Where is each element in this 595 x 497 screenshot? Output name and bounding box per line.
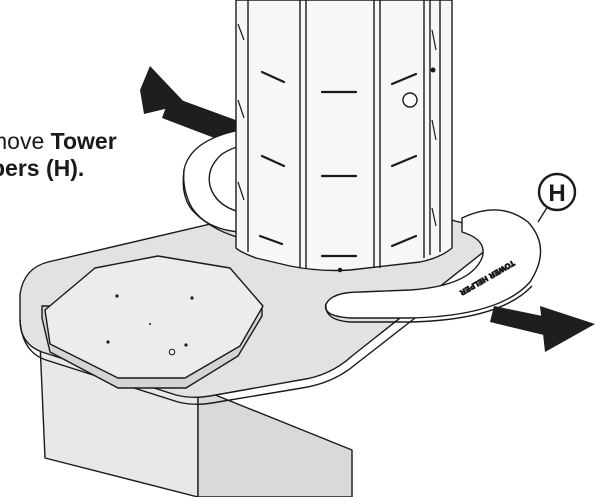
tower-port [402, 92, 418, 108]
hole [168, 348, 176, 356]
instruction-line-2: pers (H). [0, 155, 117, 182]
helper-ring-edge [325, 285, 533, 323]
callout-label: H [548, 180, 565, 207]
instruction-text: move Tower pers (H). [0, 128, 117, 182]
tower-body [235, 0, 453, 272]
turntable-holes [106, 294, 194, 356]
callout-h: H [537, 172, 577, 223]
tower-screw [430, 67, 436, 73]
helper-ring-body [324, 209, 542, 319]
instruction-line-1: move Tower [0, 128, 117, 155]
hole [149, 323, 151, 325]
arrow-head [140, 66, 186, 114]
tower-helper-left [182, 129, 241, 239]
instruction-bold-1: Tower [50, 128, 117, 154]
tower-slots [258, 70, 418, 258]
arrow-head [540, 306, 595, 352]
tower-helper-right: TOWER HELPER [324, 209, 542, 323]
arrow-shaft [490, 306, 552, 336]
hole [190, 296, 194, 300]
hole [106, 340, 110, 344]
hole [184, 343, 188, 347]
base-right-face [197, 387, 353, 497]
hole [115, 294, 119, 298]
tower-edge-marks [237, 23, 437, 227]
callout-leader [537, 205, 549, 223]
instruction-bold-2: pers (H). [0, 155, 85, 181]
callout-circle [537, 172, 577, 212]
turntable-top [44, 255, 264, 379]
tower-screw [337, 267, 343, 273]
helper-ring-edge [182, 169, 241, 239]
tower-column [235, 0, 453, 273]
arrow-remove-right [490, 306, 595, 352]
turntable-plate [41, 255, 264, 389]
instruction-prefix: move [0, 128, 45, 154]
helper-ring-body [182, 129, 241, 233]
